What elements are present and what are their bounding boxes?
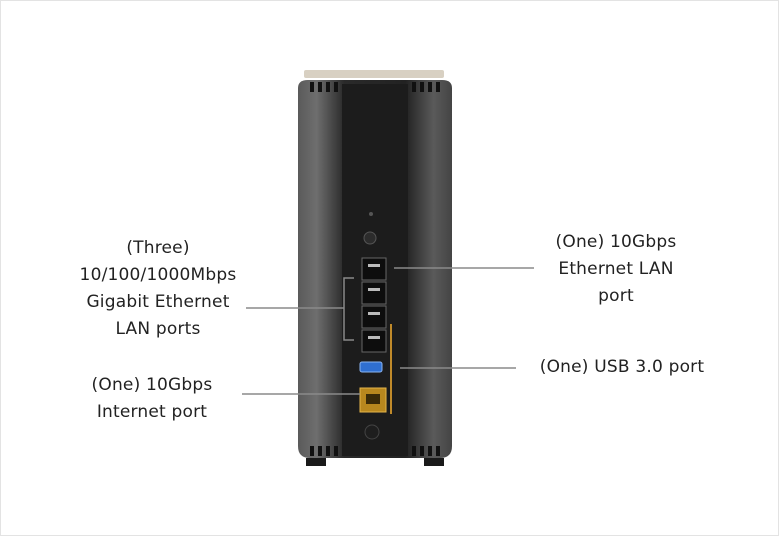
internet-port-socket: [366, 394, 380, 404]
callout-lan-ports-line4: LAN ports: [115, 319, 201, 339]
lan-port-1: [361, 281, 387, 305]
callout-lan-ports-line2: 10/100/1000Mbps: [79, 265, 237, 285]
callout-internet-port-line2: Internet port: [96, 402, 208, 422]
lan-port-3: [361, 329, 387, 353]
callout-usb-port-line1: (One) USB 3.0 port: [539, 357, 705, 377]
lan-port-2: [361, 305, 387, 329]
callout-lan-ports-line1: (Three): [126, 238, 190, 258]
callout-lan-ports-line3: Gigabit Ethernet: [86, 292, 230, 312]
lan-ports-group: [361, 257, 387, 353]
reset-hole: [369, 212, 373, 216]
callout-internet-port-line1: (One) 10Gbps: [91, 375, 213, 395]
callout-internet-port: (One) 10Gbps Internet port: [62, 372, 242, 426]
bottom-vent-grille: [310, 446, 440, 456]
power-jack: [364, 424, 380, 440]
foot-right: [424, 458, 444, 466]
top-vent-grille: [310, 82, 440, 92]
callout-ethernet-lan: (One) 10Gbps Ethernet LAN port: [528, 229, 704, 310]
callout-ethernet-lan-line2: Ethernet LAN: [558, 259, 674, 279]
callout-ethernet-lan-line1: (One) 10Gbps: [555, 232, 677, 252]
callout-ethernet-lan-line3: port: [598, 286, 634, 306]
foot-left: [306, 458, 326, 466]
bracket-lan-ports: [343, 277, 354, 341]
callout-usb-port: (One) USB 3.0 port: [524, 354, 720, 381]
callout-lan-ports: (Three) 10/100/1000Mbps Gigabit Ethernet…: [58, 235, 258, 343]
ethernet-port-10g: [361, 257, 387, 281]
accent-trim: [390, 324, 392, 414]
usb-port: [359, 361, 383, 373]
router-top-cap: [304, 70, 444, 78]
power-button: [363, 231, 377, 245]
